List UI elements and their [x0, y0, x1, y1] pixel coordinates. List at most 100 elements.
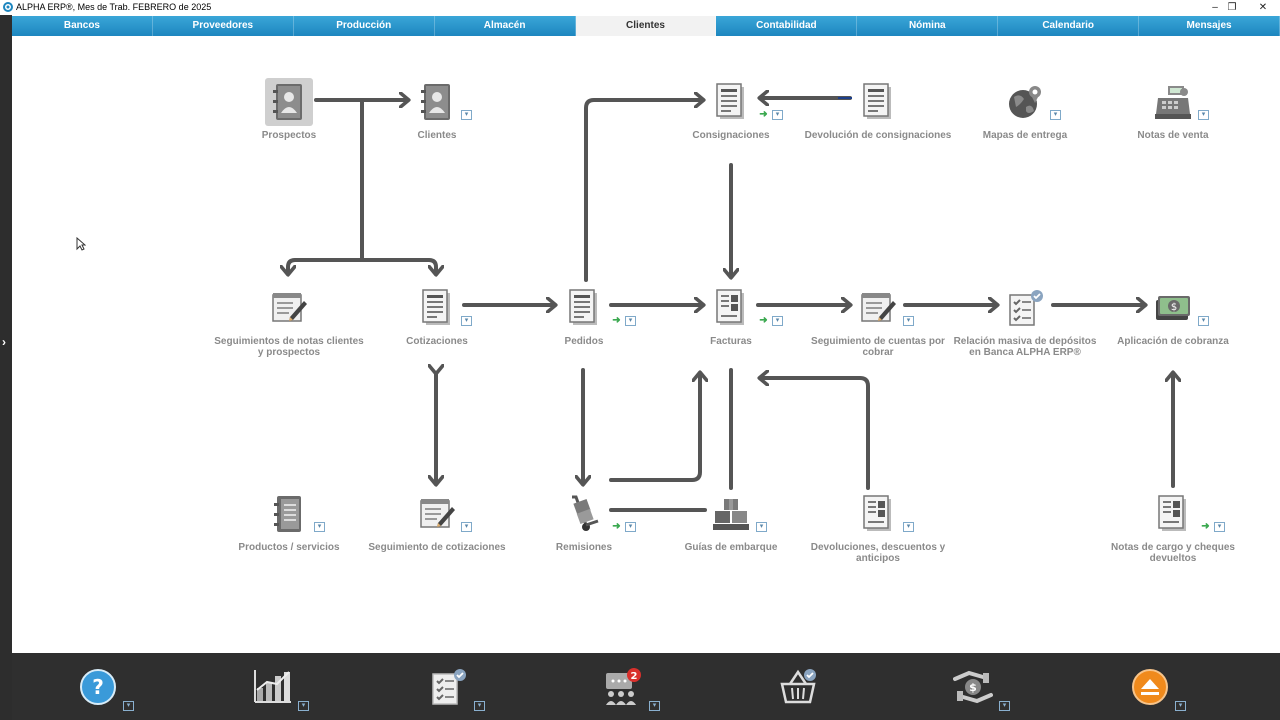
- node-facturas[interactable]: Facturas ➜ ▾: [656, 284, 806, 347]
- tasks-button[interactable]: [427, 666, 469, 708]
- node-productos-servicios[interactable]: Productos / servicios ▾: [214, 490, 364, 553]
- help-button[interactable]: ?: [77, 666, 119, 708]
- go-arrow-icon[interactable]: ➜: [759, 315, 768, 326]
- node-seguimientos-notas[interactable]: Seguimientos de notas clientes y prospec…: [214, 284, 364, 358]
- chevron-down-icon[interactable]: ▾: [649, 701, 660, 711]
- chevron-down-icon[interactable]: ▾: [903, 522, 914, 532]
- svg-text:$: $: [969, 681, 977, 694]
- team-chat-icon: 2: [606, 668, 641, 705]
- menu-produccion[interactable]: Producción: [294, 16, 435, 36]
- node-mapas-entrega[interactable]: Mapas de entrega ▾: [950, 78, 1100, 141]
- node-seguimiento-cxc[interactable]: Seguimiento de cuentas por cobrar ▾: [803, 284, 953, 358]
- go-arrow-icon[interactable]: ➜: [612, 315, 621, 326]
- node-devolucion-consignaciones[interactable]: Devolución de consignaciones: [803, 78, 953, 141]
- node-aplicacion-cobranza[interactable]: $ Aplicación de cobranza ▾: [1098, 284, 1248, 347]
- node-seguimiento-cotizaciones[interactable]: Seguimiento de cotizaciones ▾: [362, 490, 512, 553]
- chevron-down-icon[interactable]: ▾: [1050, 110, 1061, 120]
- money-exchange-icon: $: [953, 670, 993, 704]
- exit-button[interactable]: [1129, 666, 1171, 708]
- minimize-button[interactable]: –: [1212, 2, 1218, 13]
- address-book-icon: [265, 78, 313, 126]
- help-icon: ?: [80, 669, 116, 705]
- orders-basket-button[interactable]: [777, 666, 819, 708]
- node-notas-venta[interactable]: Notas de venta ▾: [1098, 78, 1248, 141]
- node-cotizaciones[interactable]: Cotizaciones ▾: [362, 284, 512, 347]
- node-consignaciones[interactable]: Consignaciones ➜ ▾: [656, 78, 806, 141]
- chevron-down-icon[interactable]: ▾: [756, 522, 767, 532]
- menu-bancos[interactable]: Bancos: [12, 16, 153, 36]
- node-label: Aplicación de cobranza: [1117, 336, 1229, 347]
- document-list-icon: [854, 78, 902, 126]
- node-label: Guías de embarque: [684, 542, 778, 553]
- go-arrow-icon[interactable]: ➜: [612, 521, 621, 532]
- chevron-down-icon[interactable]: ▾: [314, 522, 325, 532]
- menu-proveedores[interactable]: Proveedores: [153, 16, 294, 36]
- chevron-down-icon[interactable]: ▾: [903, 316, 914, 326]
- notebook-icon: [265, 490, 313, 538]
- invoice-qr-icon: [707, 284, 755, 332]
- node-notas-cargo[interactable]: Notas de cargo y cheques devueltos ➜ ▾: [1098, 490, 1248, 564]
- chevron-down-icon[interactable]: ▾: [1198, 316, 1209, 326]
- go-arrow-icon[interactable]: ➜: [759, 109, 768, 120]
- window-title: ALPHA ERP®, Mes de Trab. FEBRERO de 2025: [16, 2, 212, 12]
- node-remisiones[interactable]: Remisiones ➜ ▾: [509, 490, 659, 553]
- chevron-down-icon[interactable]: ▾: [298, 701, 309, 711]
- money-bills-icon: $: [1149, 284, 1197, 332]
- node-pedidos[interactable]: Pedidos ➜ ▾: [509, 284, 659, 347]
- chevron-down-icon[interactable]: ▾: [123, 701, 134, 711]
- go-arrow-icon[interactable]: ➜: [1201, 521, 1210, 532]
- node-guias-embarque[interactable]: Guías de embarque ▾: [656, 490, 806, 553]
- close-button[interactable]: ✕: [1258, 2, 1268, 13]
- chevron-down-icon[interactable]: ▾: [772, 110, 783, 120]
- node-label: Cotizaciones: [406, 336, 468, 347]
- node-label: Clientes: [417, 130, 457, 141]
- chevron-down-icon[interactable]: ▾: [1198, 110, 1209, 120]
- node-clientes[interactable]: Clientes ▾: [362, 78, 512, 141]
- reports-button[interactable]: [252, 666, 294, 708]
- team-messages-button[interactable]: 2: [602, 666, 644, 708]
- menu-almacen[interactable]: Almacén: [435, 16, 576, 36]
- node-label: Productos / servicios: [238, 542, 340, 553]
- menu-calendario[interactable]: Calendario: [998, 16, 1140, 36]
- maximize-button[interactable]: ❐: [1227, 2, 1237, 13]
- basket-icon: [780, 669, 816, 704]
- chevron-down-icon[interactable]: ▾: [461, 110, 472, 120]
- workflow-area: [227, 36, 1267, 653]
- mouse-cursor-icon: [76, 237, 86, 251]
- node-label: Facturas: [710, 336, 752, 347]
- bar-chart-icon: [254, 670, 291, 703]
- chevron-down-icon[interactable]: ▾: [772, 316, 783, 326]
- chevron-down-icon[interactable]: ▾: [999, 701, 1010, 711]
- menu-contabilidad[interactable]: Contabilidad: [716, 16, 858, 36]
- node-prospectos[interactable]: Prospectos: [214, 78, 364, 141]
- node-label: Pedidos: [564, 336, 604, 347]
- notepad-pencil-icon: [413, 490, 461, 538]
- document-list-icon: [707, 78, 755, 126]
- chevron-down-icon[interactable]: ▾: [1214, 522, 1225, 532]
- menu-mensajes[interactable]: Mensajes: [1139, 16, 1280, 36]
- side-panel-collapsed[interactable]: ›: [0, 15, 12, 720]
- eject-icon: [1132, 669, 1168, 705]
- node-relacion-depositos[interactable]: Relación masiva de depósitos en Banca AL…: [950, 284, 1100, 358]
- expand-arrow-icon[interactable]: ›: [2, 335, 6, 349]
- node-label: Notas de cargo y cheques devueltos: [1111, 542, 1235, 564]
- node-label: Notas de venta: [1137, 130, 1209, 141]
- chevron-down-icon[interactable]: ▾: [461, 522, 472, 532]
- node-label: Remisiones: [555, 542, 613, 553]
- help-symbol: ?: [92, 675, 104, 699]
- node-devoluciones-descuentos[interactable]: Devoluciones, descuentos y anticipos ▾: [803, 490, 953, 564]
- title-bar: ALPHA ERP®, Mes de Trab. FEBRERO de 2025…: [0, 0, 1280, 15]
- module-menu-bar: Bancos Proveedores Producción Almacén Cl…: [12, 16, 1280, 36]
- chevron-down-icon[interactable]: ▾: [625, 316, 636, 326]
- chevron-down-icon[interactable]: ▾: [625, 522, 636, 532]
- menu-clientes[interactable]: Clientes: [575, 16, 717, 36]
- exchange-money-button[interactable]: $: [952, 666, 994, 708]
- node-label: Relación masiva de depósitos en Banca AL…: [953, 336, 1097, 358]
- chevron-down-icon[interactable]: ▾: [1175, 701, 1186, 711]
- chevron-down-icon[interactable]: ▾: [474, 701, 485, 711]
- menu-nomina[interactable]: Nómina: [857, 16, 999, 36]
- notepad-pencil-icon: [265, 284, 313, 332]
- chevron-down-icon[interactable]: ▾: [461, 316, 472, 326]
- stacked-boxes-icon: [707, 490, 755, 538]
- node-label: Seguimiento de cuentas por cobrar: [811, 336, 945, 358]
